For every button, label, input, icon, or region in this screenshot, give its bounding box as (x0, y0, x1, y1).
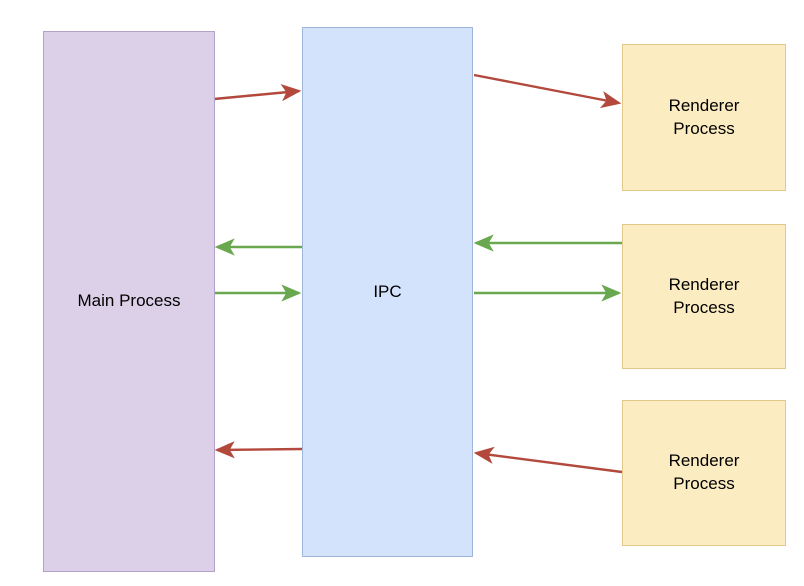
node-ipc[interactable]: IPC (302, 27, 473, 557)
node-renderer-process-2[interactable]: Renderer Process (622, 224, 786, 369)
node-renderer-process-3-label: Renderer Process (668, 451, 740, 493)
edge-renderer3-to-ipc (473, 446, 623, 474)
edge-ipc-to-main-bottom (214, 441, 303, 459)
node-ipc-label: IPC (373, 281, 402, 301)
node-main-process-label: Main Process (77, 291, 181, 311)
node-renderer-process-1-label: Renderer Process (668, 95, 740, 138)
node-renderer-process-2-label: Renderer Process (668, 274, 740, 317)
node-main-process[interactable]: Main Process (43, 31, 215, 572)
edge-ipc-to-renderer1 (473, 73, 622, 109)
edge-main-to-ipc-top (213, 84, 302, 102)
node-renderer-process-3[interactable]: Renderer Process (622, 400, 786, 546)
node-renderer-process-1[interactable]: Renderer Process (622, 44, 786, 191)
